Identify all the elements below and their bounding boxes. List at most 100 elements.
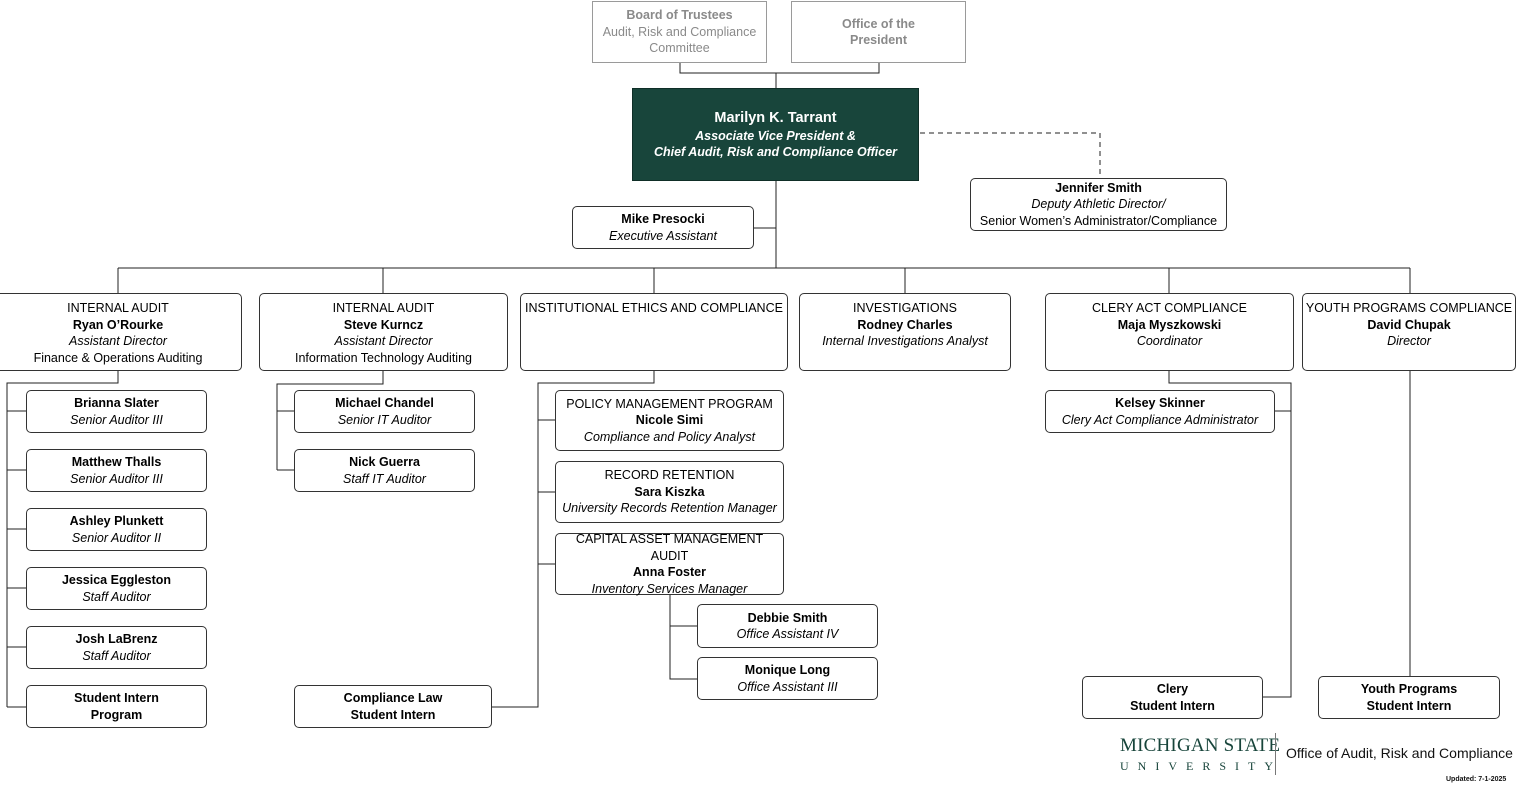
staff-name: Kelsey Skinner	[1115, 396, 1205, 410]
dept-internal-audit-finance: INTERNAL AUDIT Ryan O’Rourke Assistant D…	[0, 293, 242, 371]
executive-assistant-box: Mike Presocki Executive Assistant	[572, 206, 754, 249]
logo-wordmark-line1: MICHIGAN STATE	[1120, 735, 1281, 756]
athletic-compliance-title-2: Senior Women’s Administrator/Compliance	[979, 213, 1218, 228]
unit-person-title: University Records Retention Manager	[562, 501, 777, 516]
staff-title: Senior IT Auditor	[337, 412, 432, 427]
staff-name: Ashley Plunkett	[69, 514, 164, 528]
staff-box: Jessica Eggleston Staff Auditor	[26, 567, 207, 610]
logo-wordmark-line2: UNIVERSITY	[1120, 759, 1282, 773]
msu-logo: MICHIGAN STATE UNIVERSITY	[1120, 736, 1282, 774]
athletic-compliance-title-1: Deputy Athletic Director/	[1031, 197, 1166, 212]
unit-person-name: Sara Kiszka	[634, 484, 705, 499]
staff-title: Senior Auditor II	[71, 530, 162, 545]
dept-title: Assistant Director	[69, 334, 167, 348]
staff-title: Clery Act Compliance Administrator	[1061, 412, 1259, 427]
dept-unit: INSTITUTIONAL ETHICS AND COMPLIANCE	[525, 301, 783, 315]
chief-officer-title-2: Chief Audit, Risk and Compliance Officer	[653, 145, 898, 159]
dept-unit: CLERY ACT COMPLIANCE	[1092, 301, 1247, 315]
dept-title: Coordinator	[1136, 334, 1203, 348]
staff-box: Nick Guerra Staff IT Auditor	[294, 449, 475, 492]
intern-line1: Clery	[1156, 682, 1189, 696]
staff-name: Debbie Smith	[747, 610, 828, 625]
staff-title: Program	[90, 707, 143, 722]
chief-officer-box: Marilyn K. Tarrant Associate Vice Presid…	[632, 88, 919, 181]
dept-name: David Chupak	[1367, 317, 1451, 332]
intern-line2: Student Intern	[1366, 698, 1452, 713]
dept-clery-act: CLERY ACT COMPLIANCE Maja Myszkowski Coo…	[1045, 293, 1294, 371]
unit-label: CAPITAL ASSET MANAGEMENT AUDIT	[575, 532, 764, 563]
staff-title: Office Assistant IV	[736, 627, 839, 641]
student-intern-program-box: Student Intern Program	[26, 685, 207, 728]
unit-person-name: Anna Foster	[633, 565, 706, 579]
clery-admin-box: Kelsey Skinner Clery Act Compliance Admi…	[1045, 390, 1275, 433]
clery-intern-box: Clery Student Intern	[1082, 676, 1263, 719]
staff-box: Brianna Slater Senior Auditor III	[26, 390, 207, 433]
trustees-line2: Audit, Risk and Compliance	[602, 24, 757, 39]
dept-institutional-ethics: INSTITUTIONAL ETHICS AND COMPLIANCE	[520, 293, 788, 371]
staff-name: Josh LaBrenz	[75, 632, 158, 646]
dept-unit: YOUTH PROGRAMS COMPLIANCE	[1305, 301, 1513, 315]
unit-person-title: Compliance and Policy Analyst	[583, 429, 756, 444]
staff-name: Brianna Slater	[74, 396, 159, 410]
dept-name: Ryan O’Rourke	[72, 317, 164, 332]
athletic-compliance-box: Jennifer Smith Deputy Athletic Director/…	[970, 178, 1227, 231]
dept-name: Steve Kurncz	[343, 317, 424, 332]
staff-title: Staff Auditor	[82, 589, 151, 604]
staff-title: Staff Auditor	[82, 648, 151, 663]
staff-title: Office Assistant III	[737, 679, 838, 694]
executive-assistant-title: Executive Assistant	[609, 228, 717, 243]
staff-title: Staff IT Auditor	[343, 471, 426, 486]
dept-subtitle: Finance & Operations Auditing	[33, 350, 203, 365]
trustees-line1: Board of Trustees	[626, 8, 733, 23]
office-name: Office of Audit, Risk and Compliance	[1286, 745, 1513, 761]
updated-date: Updated: 7-1-2025	[1446, 776, 1507, 783]
dept-title: Director	[1387, 334, 1431, 348]
staff-box: Debbie Smith Office Assistant IV	[697, 604, 878, 648]
unit-label: POLICY MANAGEMENT PROGRAM	[566, 396, 773, 411]
unit-person-title: Inventory Services Manager	[591, 581, 748, 596]
dept-name: Rodney Charles	[857, 317, 953, 332]
president-line1: Office of the	[842, 16, 915, 31]
dept-youth-programs: YOUTH PROGRAMS COMPLIANCE David Chupak D…	[1302, 293, 1516, 371]
record-retention-box: RECORD RETENTION Sara Kiszka University …	[555, 461, 784, 523]
dept-investigations: INVESTIGATIONS Rodney Charles Internal I…	[799, 293, 1011, 371]
staff-title: Senior Auditor III	[70, 471, 163, 486]
footer-divider	[1275, 733, 1276, 775]
dept-subtitle: Information Technology Auditing	[295, 350, 472, 365]
staff-box: Michael Chandel Senior IT Auditor	[294, 390, 475, 433]
youth-intern-box: Youth Programs Student Intern	[1318, 676, 1500, 719]
board-of-trustees-box: Board of Trustees Audit, Risk and Compli…	[592, 1, 767, 63]
staff-box: Monique Long Office Assistant III	[697, 657, 878, 700]
dept-title: Assistant Director	[334, 334, 433, 348]
staff-name: Matthew Thalls	[71, 455, 162, 469]
dept-unit: INTERNAL AUDIT	[332, 301, 435, 315]
staff-box: Ashley Plunkett Senior Auditor II	[26, 508, 207, 551]
staff-box: Josh LaBrenz Staff Auditor	[26, 626, 207, 669]
dept-title: Internal Investigations Analyst	[822, 334, 988, 348]
staff-title: Senior Auditor III	[70, 412, 163, 427]
compliance-law-intern-box: Compliance Law Student Intern	[294, 685, 492, 728]
unit-person-name: Nicole Simi	[635, 413, 704, 428]
trustees-line3: Committee	[649, 41, 710, 56]
dept-internal-audit-it: INTERNAL AUDIT Steve Kurncz Assistant Di…	[259, 293, 508, 371]
chief-officer-title-1: Associate Vice President &	[695, 128, 856, 143]
chief-officer-name: Marilyn K. Tarrant	[714, 109, 837, 126]
president-line2: President	[850, 33, 907, 47]
staff-box: Matthew Thalls Senior Auditor III	[26, 449, 207, 492]
executive-assistant-name: Mike Presocki	[621, 212, 705, 226]
policy-management-box: POLICY MANAGEMENT PROGRAM Nicole Simi Co…	[555, 390, 784, 451]
athletic-compliance-name: Jennifer Smith	[1055, 180, 1142, 195]
unit-label: RECORD RETENTION	[604, 468, 735, 483]
intern-line1: Compliance Law	[343, 691, 443, 705]
capital-asset-audit-box: CAPITAL ASSET MANAGEMENT AUDIT Anna Fost…	[555, 532, 784, 596]
dept-name: Maja Myszkowski	[1117, 317, 1222, 332]
staff-name: Michael Chandel	[335, 396, 434, 410]
staff-name: Nick Guerra	[349, 455, 420, 469]
intern-line1: Youth Programs	[1360, 682, 1458, 696]
staff-name: Student Intern	[74, 691, 159, 705]
office-of-president-box: Office of the President	[791, 1, 966, 63]
intern-line2: Student Intern	[1130, 698, 1215, 713]
staff-name: Monique Long	[744, 663, 831, 677]
staff-name: Jessica Eggleston	[61, 573, 172, 587]
